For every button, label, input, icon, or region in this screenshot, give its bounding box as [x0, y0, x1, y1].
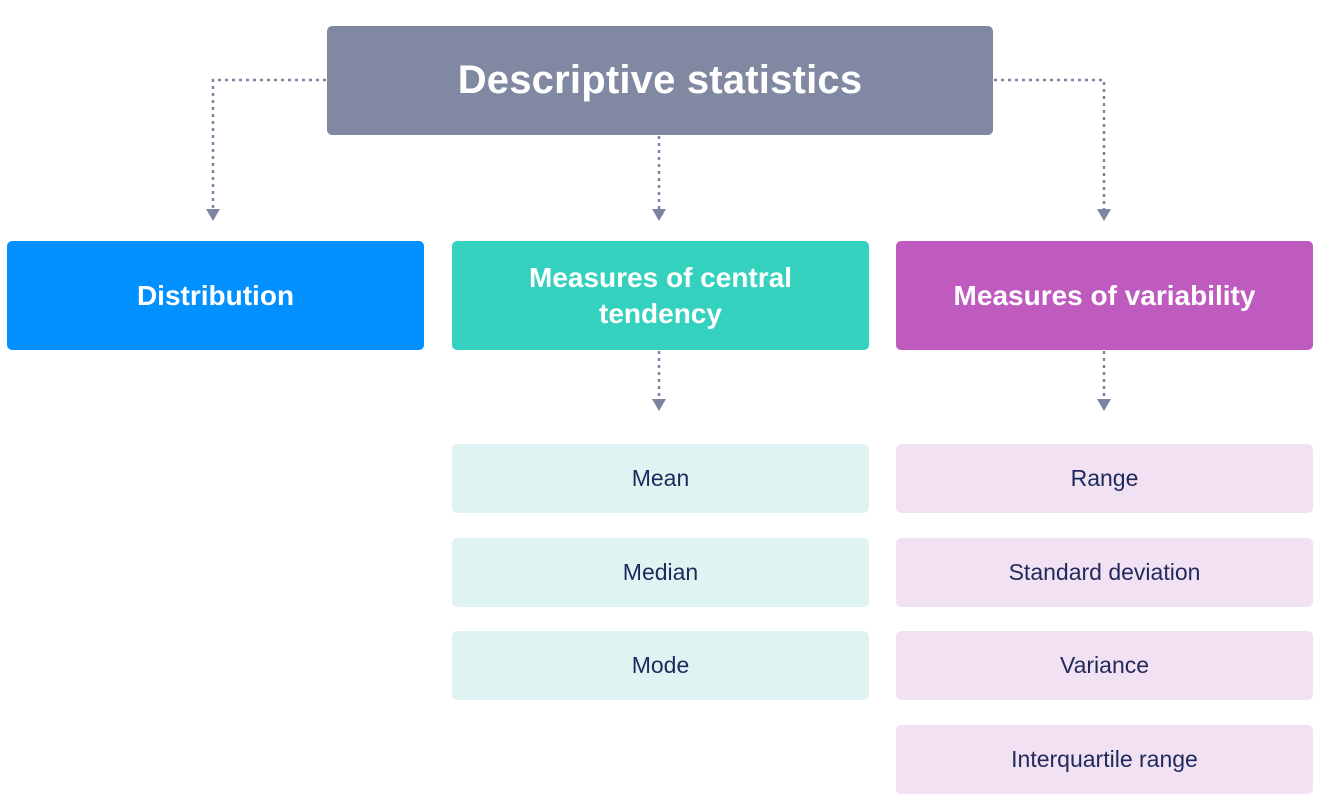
- arrowhead-icon: [206, 209, 220, 221]
- item-range: Range: [896, 444, 1313, 513]
- arrowhead-icon: [652, 399, 666, 411]
- root-node-descriptive-statistics: Descriptive statistics: [327, 26, 993, 135]
- item-label: Mean: [631, 465, 690, 491]
- item-median: Median: [452, 538, 869, 607]
- item-standard-deviation: Standard deviation: [896, 538, 1313, 607]
- item-label: Variance: [1059, 652, 1150, 678]
- category-central-tendency: Measures of central tendency: [452, 241, 869, 350]
- item-variance: Variance: [896, 631, 1313, 700]
- arrowhead-icon: [1097, 209, 1111, 221]
- root-title: Descriptive statistics: [457, 58, 863, 102]
- category-distribution: Distribution: [7, 241, 424, 350]
- category-variability: Measures of variability: [896, 241, 1313, 350]
- item-mean: Mean: [452, 444, 869, 513]
- category-label: Distribution: [136, 279, 295, 311]
- item-label: Interquartile range: [1011, 746, 1198, 772]
- arrowhead-icon: [652, 209, 666, 221]
- item-mode: Mode: [452, 631, 869, 700]
- connector-root-to-variability: [994, 78, 1106, 210]
- connector-root-to-distribution: [211, 78, 326, 210]
- item-label: Range: [1070, 465, 1139, 491]
- arrowhead-icon: [1097, 399, 1111, 411]
- item-label: Median: [622, 559, 699, 585]
- item-label: Mode: [631, 652, 690, 678]
- item-label: Standard deviation: [1008, 559, 1201, 585]
- category-label: Measures of central tendency: [529, 261, 792, 329]
- item-interquartile-range: Interquartile range: [896, 725, 1313, 794]
- category-label: Measures of variability: [953, 279, 1256, 311]
